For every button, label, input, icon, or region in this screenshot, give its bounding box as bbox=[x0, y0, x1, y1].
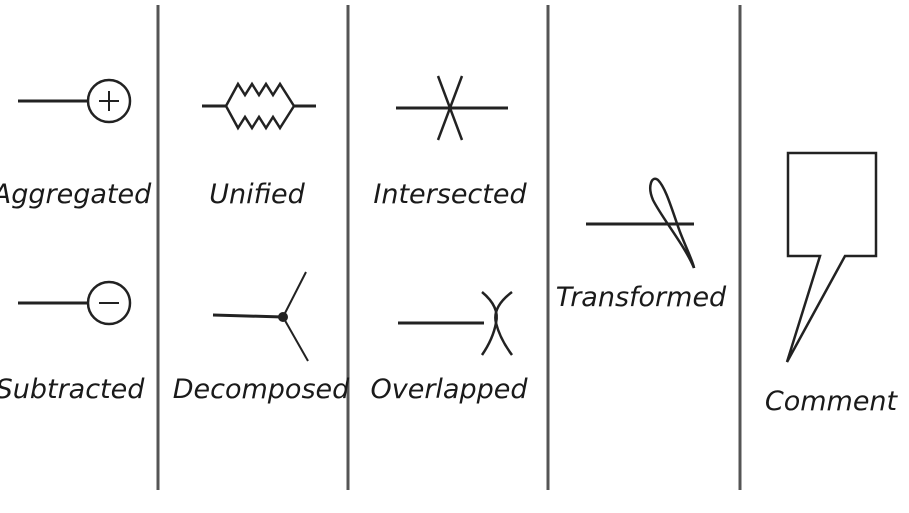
transformed-symbol: Transformed bbox=[556, 177, 727, 313]
aggregated-label: Aggregated bbox=[0, 179, 152, 210]
overlapped-symbol: Overlapped bbox=[370, 291, 528, 405]
overlapped-label: Overlapped bbox=[370, 374, 528, 405]
transformed-label: Transformed bbox=[556, 282, 727, 313]
aggregated-symbol: Aggregated bbox=[0, 78, 152, 210]
intersected-symbol: Intersected bbox=[373, 75, 527, 210]
bowtie-loop-connector-icon bbox=[398, 291, 514, 356]
decomposed-symbol: Decomposed bbox=[173, 271, 350, 405]
twisted-loop-connector-icon bbox=[586, 177, 696, 269]
zigzag-diamond-connector-icon bbox=[202, 81, 316, 131]
subtracted-label: Subtracted bbox=[0, 374, 145, 405]
cross-x-connector-icon bbox=[396, 75, 508, 141]
column-dividers bbox=[156, 5, 742, 490]
comment-label: Comment bbox=[765, 386, 899, 417]
decomposed-label: Decomposed bbox=[173, 374, 350, 405]
minus-circle-connector-icon bbox=[18, 280, 132, 326]
unified-label: Unified bbox=[209, 179, 305, 210]
speech-callout-icon bbox=[785, 151, 878, 363]
intersected-label: Intersected bbox=[373, 179, 527, 210]
subtracted-symbol: Subtracted bbox=[0, 280, 145, 405]
comment-symbol: Comment bbox=[765, 151, 899, 417]
fork-dot-connector-icon bbox=[212, 271, 309, 362]
plus-circle-connector-icon bbox=[18, 78, 132, 124]
unified-symbol: Unified bbox=[202, 81, 316, 210]
